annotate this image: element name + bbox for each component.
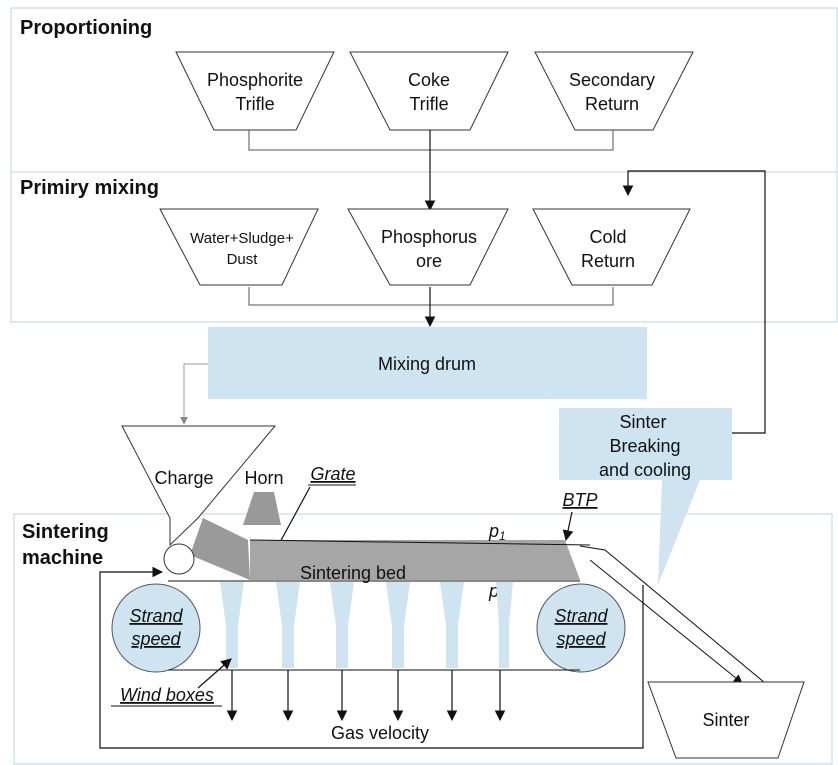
strand-wheel-right — [536, 583, 626, 673]
hopper-cold-return: Cold Return — [532, 208, 691, 286]
sinter-hopper — [647, 681, 805, 759]
sintering-bed — [250, 540, 580, 580]
svg-text:Secondary: Secondary — [569, 70, 655, 90]
svg-text:and cooling: and cooling — [599, 460, 691, 480]
hopper-water-sludge-dust: Water+Sludge+ Dust — [159, 208, 319, 286]
svg-text:ore: ore — [416, 251, 442, 271]
charge-hopper — [121, 425, 277, 547]
mixing-collector — [248, 287, 614, 306]
proportioning-title: Proportioning — [20, 17, 152, 39]
hopper-secondary-return: Secondary Return — [534, 51, 694, 131]
btp-label: BTP — [562, 490, 597, 510]
svg-text:Phosphorite: Phosphorite — [207, 70, 303, 90]
strand-return-loop — [99, 566, 644, 749]
svg-text:Sinter: Sinter — [619, 412, 666, 432]
svg-text:Strand: Strand — [554, 606, 608, 626]
svg-text:Coke: Coke — [408, 70, 450, 90]
gas-flow-arrows — [226, 670, 506, 722]
sinter-label: Sinter — [702, 710, 749, 730]
sintering-bed-label: Sintering bed — [300, 563, 406, 583]
proportioning-collector — [248, 130, 614, 151]
discharge-chute-top — [579, 545, 766, 684]
discharge-chute-arrow — [589, 559, 743, 684]
svg-text:Water+Sludge+: Water+Sludge+ — [190, 230, 294, 247]
hopper-coke: Coke Trifle — [349, 51, 509, 131]
cold-return-loop-arrow — [622, 170, 766, 434]
gas-velocity-label: Gas velocity — [331, 723, 429, 743]
primary-mixing-title: Primiry mixing — [20, 177, 159, 199]
svg-text:Phosphorus: Phosphorus — [381, 227, 477, 247]
sintering-title-line1: Sintering — [22, 521, 109, 543]
grate-label: Grate — [310, 464, 355, 484]
sintering-machine-frame — [13, 513, 833, 765]
sinter-breaking-cooling — [559, 408, 732, 585]
svg-text:Strand: Strand — [129, 606, 183, 626]
svg-text:speed: speed — [556, 629, 606, 649]
wind-boxes — [220, 582, 513, 668]
hopper-phosphorite: Phosphorite Trifle — [175, 51, 335, 131]
svg-text:Return: Return — [585, 94, 639, 114]
strand-wheel-left — [111, 583, 201, 673]
svg-text:Breaking: Breaking — [609, 436, 680, 456]
wind-boxes-label: Wind boxes — [120, 685, 214, 705]
charge-roller — [163, 543, 195, 575]
svg-text:Cold: Cold — [589, 227, 626, 247]
p1-line — [249, 539, 591, 546]
svg-text:Dust: Dust — [227, 251, 259, 268]
sintering-title-line2: machine — [22, 547, 103, 569]
drum-to-charge-arrow — [180, 363, 208, 425]
mixing-drum-label: Mixing drum — [378, 354, 476, 374]
charge-label: Charge — [154, 468, 213, 488]
hopper-phosphorus-ore: Phosphorus ore — [347, 208, 509, 286]
charge-chute — [190, 518, 250, 580]
primary-mixing-frame — [10, 171, 838, 323]
horn-label: Horn — [244, 468, 283, 488]
p1-label: p1 — [488, 521, 506, 543]
mixing-drum — [208, 327, 647, 399]
btp-arrow — [562, 511, 574, 542]
svg-text:Trifle: Trifle — [235, 94, 274, 114]
svg-text:Trifle: Trifle — [409, 94, 448, 114]
wind-boxes-leader — [197, 658, 232, 689]
svg-text:Return: Return — [581, 251, 635, 271]
svg-text:speed: speed — [131, 629, 181, 649]
horn-shape — [243, 492, 281, 525]
